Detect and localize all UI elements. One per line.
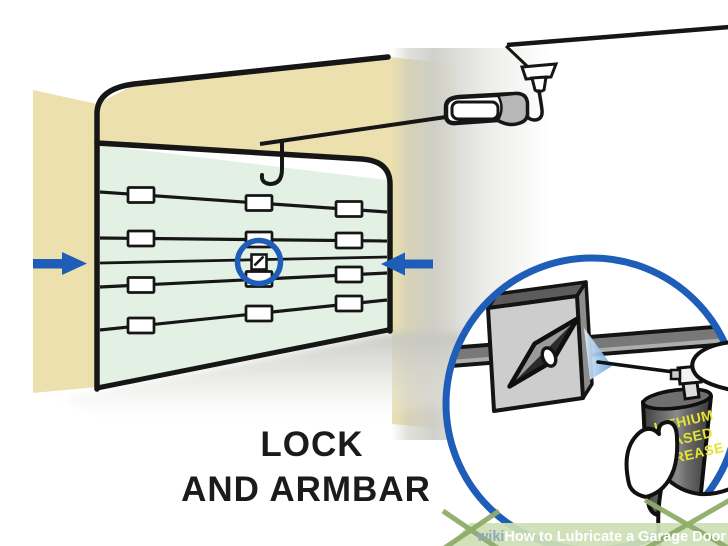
floor-shadow [63,333,500,428]
door-frame-right [94,140,393,334]
hinge [334,265,364,284]
armbar-line [99,255,388,265]
door-lock-icon [250,253,268,271]
caption-line-1: LOCK [260,425,363,464]
power-outlet-icon [519,62,559,81]
highlight-circle-icon [234,237,284,287]
garage-scene [33,24,728,440]
caption: LOCK AND ARMBAR [181,425,431,509]
watermark-title: How to Lubricate a Garage Door [504,529,726,545]
opener-rail [259,115,447,146]
garage-door-icon [94,145,391,391]
watermark-brand: wiki [476,529,504,545]
watermark: wikiHow to Lubricate a Garage Door [441,497,728,546]
hinge [334,200,364,218]
watermark-x-pattern [441,497,728,546]
door-opener-icon [259,62,559,187]
door-panels-face [99,145,387,386]
opener-front-panel [450,100,500,121]
lock-plate-icon [486,280,594,413]
spray-mist-icon [584,328,612,380]
watermark-text: wikiHow to Lubricate a Garage Door [476,529,726,545]
lever-keyhole [540,346,558,368]
left-wall [33,90,97,393]
ceiling-left-edge [94,54,391,392]
caption-line-2: AND ARMBAR [181,470,431,509]
door-bottom-edge [94,327,391,391]
hinge [126,316,156,335]
hinge [334,231,364,250]
thumb [690,340,728,392]
ceiling-right-edge [506,24,728,48]
hinge [126,186,156,204]
fingertips [624,420,680,499]
header-and-right-wall [97,57,455,430]
release-hook-icon [259,141,284,187]
hinge [244,194,274,212]
hinge [126,276,156,294]
opener-body-shaded-end [495,92,529,126]
hinge [334,294,364,313]
outlet-drop-line [504,44,529,68]
left-arrow-icon [33,252,87,275]
inset-detail: LITHIUM BASED GREASE [442,254,728,546]
can-nozzle [669,364,703,401]
hinge [126,229,156,248]
hinge [244,304,274,323]
inset-ring [442,254,728,546]
right-arrow-icon [381,252,433,276]
door-hinges [126,186,364,335]
